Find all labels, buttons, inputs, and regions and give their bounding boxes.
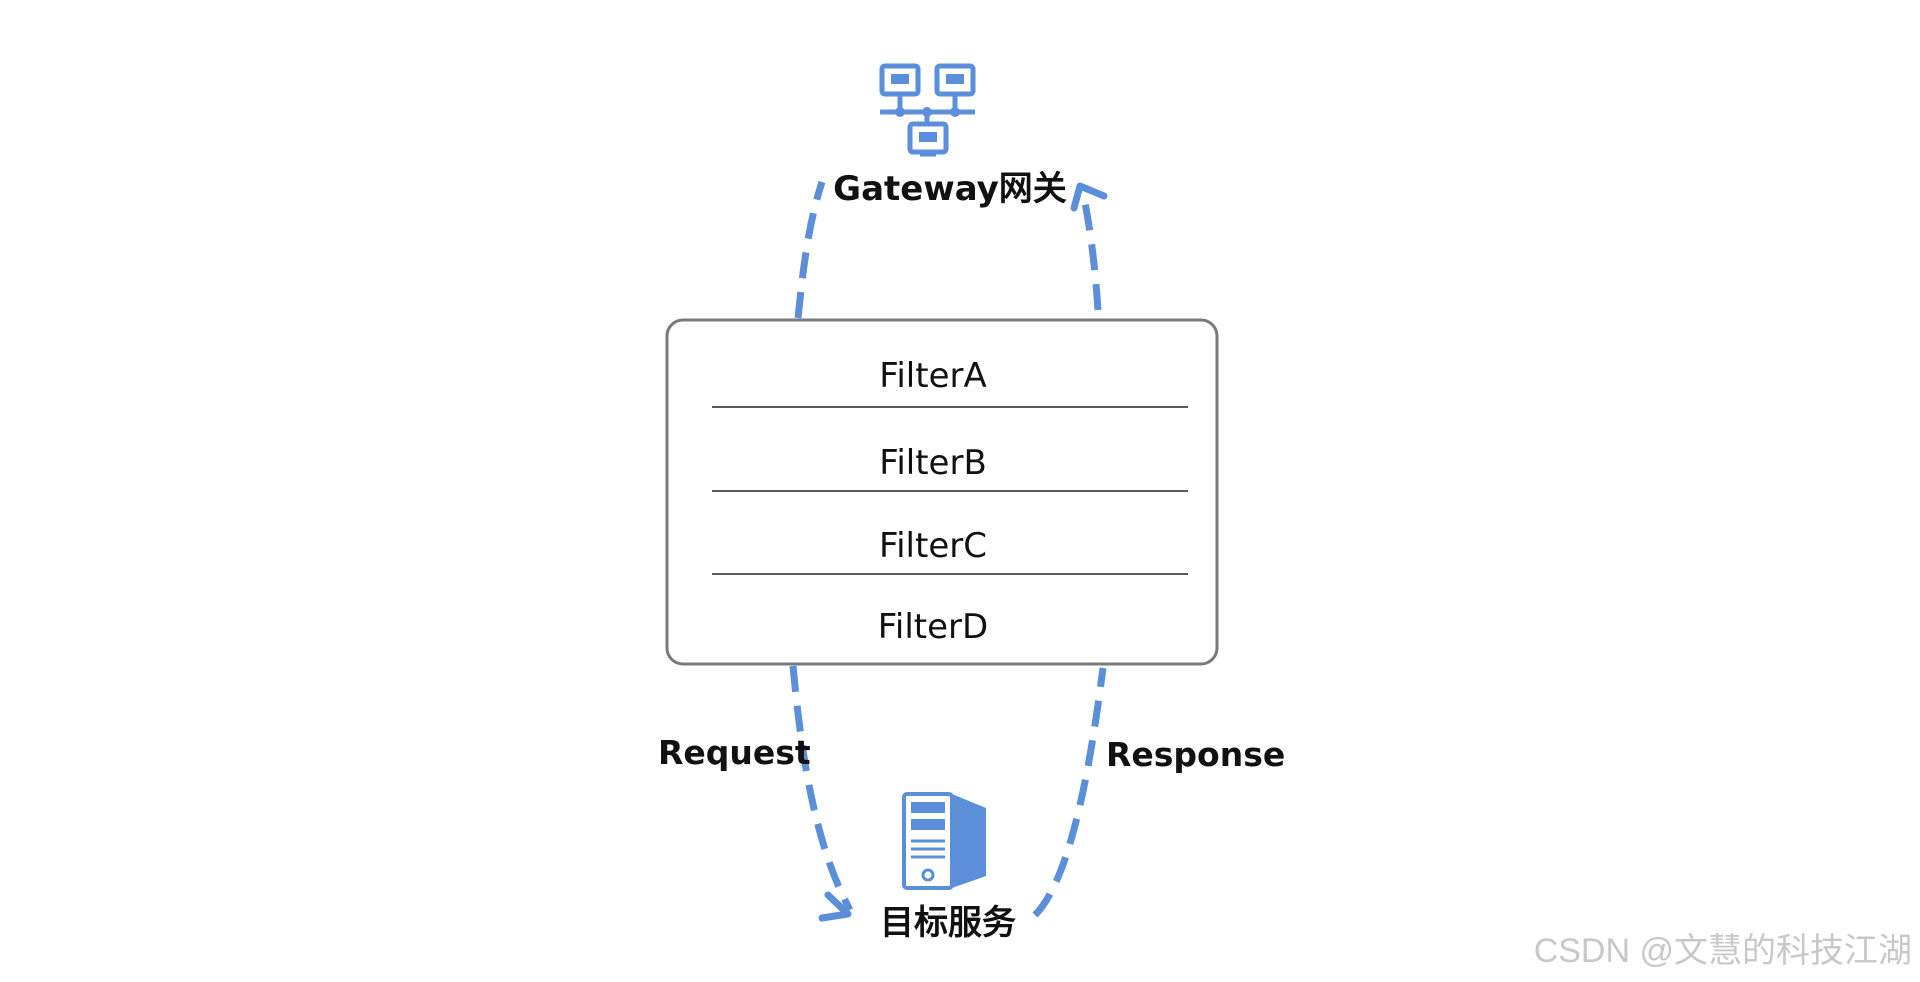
gateway-label: Gateway网关 [833,169,1067,209]
response-flow-upper [1078,187,1102,311]
response-label: Response [1106,735,1285,774]
response-arrowhead [1070,182,1108,212]
watermark: CSDN @文慧的科技江湖 [1534,932,1912,970]
request-label: Request [658,733,811,772]
response-flow-lower [1032,667,1107,918]
filter-d-label: FilterD [878,607,988,647]
filter-a-label: FilterA [879,356,986,396]
target-service-label: 目标服务 [880,903,1016,943]
filter-b-label: FilterB [879,443,987,483]
network-icon [879,63,976,157]
request-flow-upper [794,180,826,319]
filter-chain-box: FilterA FilterB FilterC FilterD [665,318,1219,666]
filter-c-label: FilterC [879,526,987,566]
request-arrowhead [818,891,852,922]
request-flow-lower [789,665,854,912]
server-icon [902,792,986,890]
